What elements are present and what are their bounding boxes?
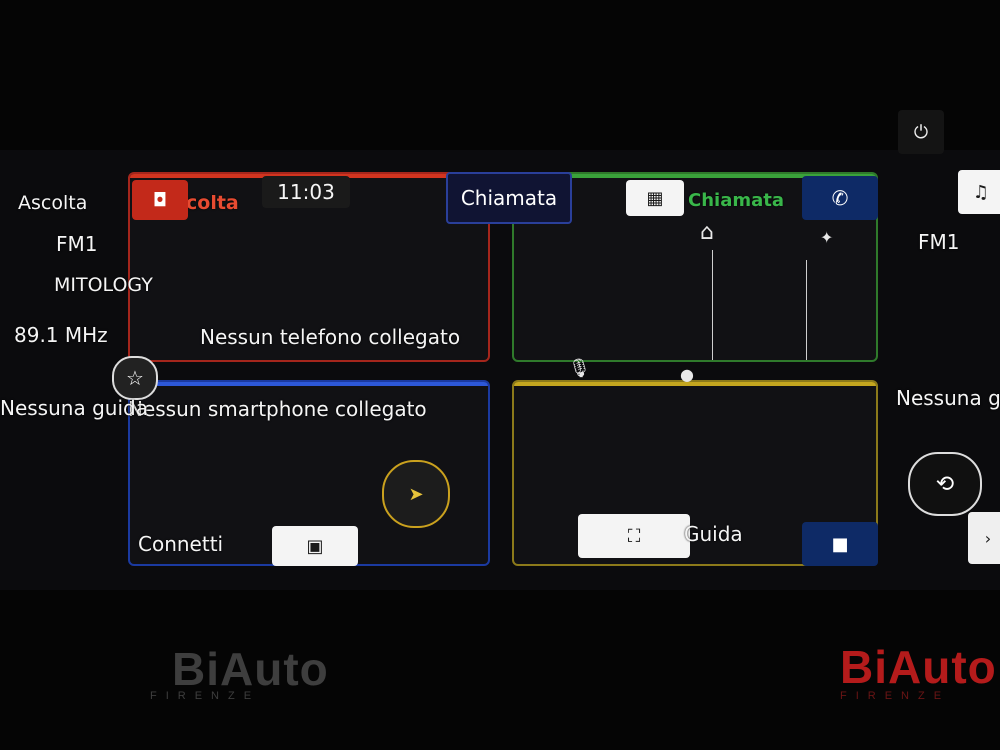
compass-icon[interactable]: ⟲: [908, 452, 982, 516]
guide-side-icon[interactable]: ■: [802, 522, 878, 566]
brand-logo: BiAuto: [840, 640, 997, 694]
call-status: Nessun telefono collegato: [200, 325, 461, 349]
guide-accent: [514, 382, 876, 386]
radio-band: FM1: [56, 232, 98, 256]
keypad-icon[interactable]: ▦: [626, 180, 684, 216]
pin-icon: ●: [680, 365, 694, 384]
connect-label: Connetti: [138, 532, 224, 556]
watermark-brand: BiAuto: [172, 643, 329, 695]
call-title-header: Chiamata: [688, 190, 784, 211]
call-title: Chiamata: [460, 186, 558, 210]
smartphone-accent: [130, 382, 488, 386]
guide-status: Nessuna guida: [896, 386, 1000, 410]
call-accent: [514, 174, 876, 178]
star-icon[interactable]: ☆: [112, 356, 158, 400]
guide-title: Guida: [684, 522, 743, 546]
clock: 11:03: [262, 176, 350, 208]
call-header[interactable]: Chiamata: [446, 172, 572, 224]
power-icon[interactable]: ⏻: [898, 110, 944, 154]
radio-station: MITOLOGY: [54, 274, 153, 296]
infotainment-screen: 11:03 Ascolta Ascolta ◘ FM1 MITOLOGY 89.…: [0, 110, 1000, 590]
clock-text: 11:03: [277, 180, 335, 204]
connect-button[interactable]: ▣: [272, 526, 358, 566]
divider-line: [712, 250, 713, 360]
phone-icon[interactable]: ✆: [802, 176, 878, 220]
right-band: FM1: [918, 230, 960, 254]
music-settings-icon[interactable]: ♫: [958, 170, 1000, 214]
brand-city: FIRENZE: [840, 690, 951, 702]
side-guide-label: Nessuna guida: [0, 396, 148, 420]
radio-icon[interactable]: ◘: [132, 180, 188, 220]
brand-logo-text: BiAuto: [840, 641, 997, 693]
radio-frequency: 89.1 MHz: [14, 323, 108, 347]
listen-title: Ascolta: [18, 192, 88, 214]
home-icon[interactable]: ⌂: [700, 220, 714, 245]
navigation-icon[interactable]: ➤: [382, 460, 450, 528]
smartphone-status: Nessun smartphone collegato: [128, 397, 427, 421]
scroll-right-button[interactable]: ›: [968, 512, 1000, 564]
watermark-logo: BiAuto: [172, 642, 329, 696]
settings-icon[interactable]: ✦: [820, 228, 834, 247]
divider-line: [806, 260, 807, 360]
microphone-icon[interactable]: 🎙: [568, 358, 591, 379]
watermark-city: FIRENZE: [150, 690, 261, 702]
guide-icon[interactable]: ⛶: [578, 514, 690, 558]
